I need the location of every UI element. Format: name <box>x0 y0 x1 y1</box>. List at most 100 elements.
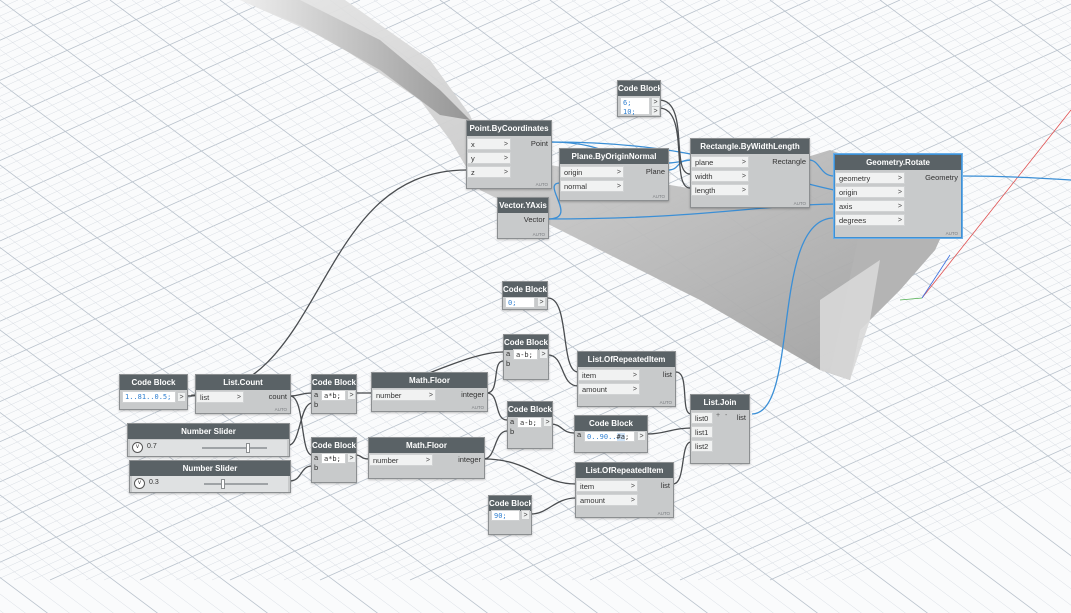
code-block-node-subtract-1[interactable]: Code Block a b a-b; > <box>503 334 549 380</box>
math-floor-node-1[interactable]: Math.Floor number> integer AUTO <box>371 372 488 412</box>
input-port-b[interactable]: b <box>510 427 515 436</box>
output-port[interactable]: > <box>539 349 548 359</box>
output-port-point[interactable]: Point <box>530 139 548 148</box>
input-port-plane[interactable]: plane> <box>691 156 749 168</box>
input-port-list0[interactable]: list0 <box>691 412 713 424</box>
node-title[interactable]: Code Block <box>508 402 552 417</box>
code-block-node-subtract-2[interactable]: Code Block a b a-b; > <box>507 401 553 449</box>
output-port[interactable]: > <box>347 453 356 463</box>
list-of-repeated-item-node-1[interactable]: List.OfRepeatedItem item> amount> list A… <box>577 351 676 407</box>
input-port-number[interactable]: number> <box>372 389 436 401</box>
input-port-z[interactable]: z> <box>467 166 511 178</box>
wire-seq-to-join-list1[interactable] <box>647 427 692 435</box>
wire-join-to-rotate-degrees[interactable] <box>751 217 835 415</box>
plane-by-origin-normal-node[interactable]: Plane.ByOriginNormal origin> normal> Pla… <box>559 148 669 201</box>
output-port-integer[interactable]: integer <box>461 390 484 399</box>
code-block-node-multiply-1[interactable]: Code Block a b a*b; > <box>311 374 357 414</box>
chevron-down-icon[interactable]: v <box>134 478 145 489</box>
input-port-item[interactable]: item> <box>578 369 640 381</box>
point-by-coordinates-node[interactable]: Point.ByCoordinates x> y> z> Point AUTO <box>466 120 552 189</box>
wire-code-6-to-width[interactable] <box>658 99 691 175</box>
slider-track[interactable] <box>204 483 268 485</box>
node-title[interactable]: Math.Floor <box>372 373 487 388</box>
output-port-list[interactable]: list <box>660 481 670 490</box>
wire-rotate-output[interactable] <box>961 175 1071 181</box>
output-port-plane[interactable]: Plane <box>645 167 665 176</box>
wire-code-10-to-length[interactable] <box>658 107 691 189</box>
output-port[interactable]: > <box>637 431 646 441</box>
wire-sub1-to-rep1-amount[interactable] <box>547 354 579 387</box>
output-port-list[interactable]: list <box>662 370 672 379</box>
wire-slider2-to-mul2-b[interactable] <box>289 465 313 482</box>
output-port-list[interactable]: list <box>736 413 746 422</box>
node-title[interactable]: Code Block <box>575 416 647 431</box>
input-port-a[interactable]: a <box>510 417 515 426</box>
input-port-origin[interactable]: origin> <box>560 166 624 178</box>
input-port-list2[interactable]: list2 <box>691 440 713 452</box>
wire-floor1-to-sub1-b[interactable] <box>486 360 504 394</box>
node-title[interactable]: Code Block <box>618 81 660 96</box>
output-port-count[interactable]: count <box>268 392 287 401</box>
wire-count-to-mul1-a[interactable] <box>289 392 313 397</box>
output-port-geometry[interactable]: Geometry <box>925 173 958 182</box>
output-port-rectangle[interactable]: Rectangle <box>772 157 806 166</box>
wire-vector-to-plane-normal[interactable] <box>547 182 562 220</box>
input-port-number[interactable]: number> <box>369 454 433 466</box>
wire-range-to-point-z[interactable] <box>186 169 468 397</box>
node-title[interactable]: Code Block <box>120 375 187 390</box>
output-port[interactable]: > <box>177 392 186 402</box>
wire-slider1-to-mul1-b[interactable] <box>288 402 313 446</box>
geometry-rotate-node[interactable]: Geometry.Rotate geometry> origin> axis> … <box>834 154 962 238</box>
code-editor[interactable]: a-b; <box>517 417 542 428</box>
input-port-origin[interactable]: origin> <box>835 186 905 198</box>
input-port-amount[interactable]: amount> <box>576 494 638 506</box>
code-block-node-range[interactable]: Code Block 1..81..0.5; > <box>119 374 188 410</box>
list-of-repeated-item-node-2[interactable]: List.OfRepeatedItem item> amount> list A… <box>575 462 674 518</box>
output-port[interactable]: > <box>521 510 530 520</box>
node-title[interactable]: Plane.ByOriginNormal <box>560 149 668 164</box>
list-count-node[interactable]: List.Count list> count AUTO <box>195 374 291 414</box>
node-title[interactable]: Code Block <box>489 496 531 511</box>
wire-floor2-to-sub2-b[interactable] <box>483 430 508 460</box>
wire-ninety-to-rep2-amount[interactable] <box>530 497 577 515</box>
node-title[interactable]: Code Block <box>503 282 547 297</box>
node-title[interactable]: List.OfRepeatedItem <box>578 352 675 367</box>
output-port-2[interactable]: > <box>651 106 660 116</box>
node-title[interactable]: Number Slider <box>128 424 289 439</box>
code-block-node-sequence[interactable]: Code Block a 0..90..#a; > <box>574 415 648 453</box>
node-title[interactable]: Geometry.Rotate <box>835 155 961 170</box>
node-title[interactable]: Math.Floor <box>369 438 484 453</box>
input-port-x[interactable]: x> <box>467 138 511 150</box>
code-editor[interactable]: 90; <box>491 510 520 521</box>
input-port-b[interactable]: b <box>506 359 511 368</box>
wire-rectangle-to-rotate-geometry[interactable] <box>808 159 835 177</box>
code-block-node-constants[interactable]: Code Block 6; 10; > > <box>617 80 661 117</box>
code-editor[interactable]: a*b; <box>321 390 346 401</box>
node-title[interactable]: List.Join <box>691 395 749 410</box>
wire-mul2-to-floor2[interactable] <box>355 454 370 460</box>
node-title[interactable]: Vector.YAxis <box>498 198 548 213</box>
input-port-list[interactable]: list> <box>196 391 244 403</box>
node-title[interactable]: List.Count <box>196 375 290 390</box>
chevron-down-icon[interactable]: v <box>132 442 143 453</box>
wire-floor2-to-rep2-item[interactable] <box>483 458 577 485</box>
output-port[interactable]: > <box>347 390 356 400</box>
output-port-integer[interactable]: integer <box>458 455 481 464</box>
slider-track[interactable] <box>202 447 267 449</box>
input-port-a[interactable]: a <box>506 349 511 358</box>
input-port-b[interactable]: b <box>314 400 319 409</box>
input-port-item[interactable]: item> <box>576 480 638 492</box>
slider-thumb[interactable] <box>221 479 226 489</box>
list-join-node[interactable]: List.Join list0 list1 list2 + - list <box>690 394 750 464</box>
vector-yaxis-node[interactable]: Vector.YAxis Vector AUTO <box>497 197 549 239</box>
wire-zero-to-rep1-item[interactable] <box>547 297 579 373</box>
remove-input-button[interactable]: - <box>725 412 728 419</box>
number-slider-node-1[interactable]: Number Slider v 0.7 <box>127 423 290 457</box>
node-title[interactable]: List.OfRepeatedItem <box>576 463 673 478</box>
code-block-node-multiply-2[interactable]: Code Block a b a*b; > <box>311 437 357 483</box>
code-editor[interactable]: 0; <box>505 297 535 308</box>
add-input-button[interactable]: + <box>716 412 721 419</box>
input-port-length[interactable]: length> <box>691 184 749 196</box>
output-port-vector[interactable]: Vector <box>523 215 545 224</box>
code-editor[interactable]: 1..81..0.5; <box>122 391 176 403</box>
